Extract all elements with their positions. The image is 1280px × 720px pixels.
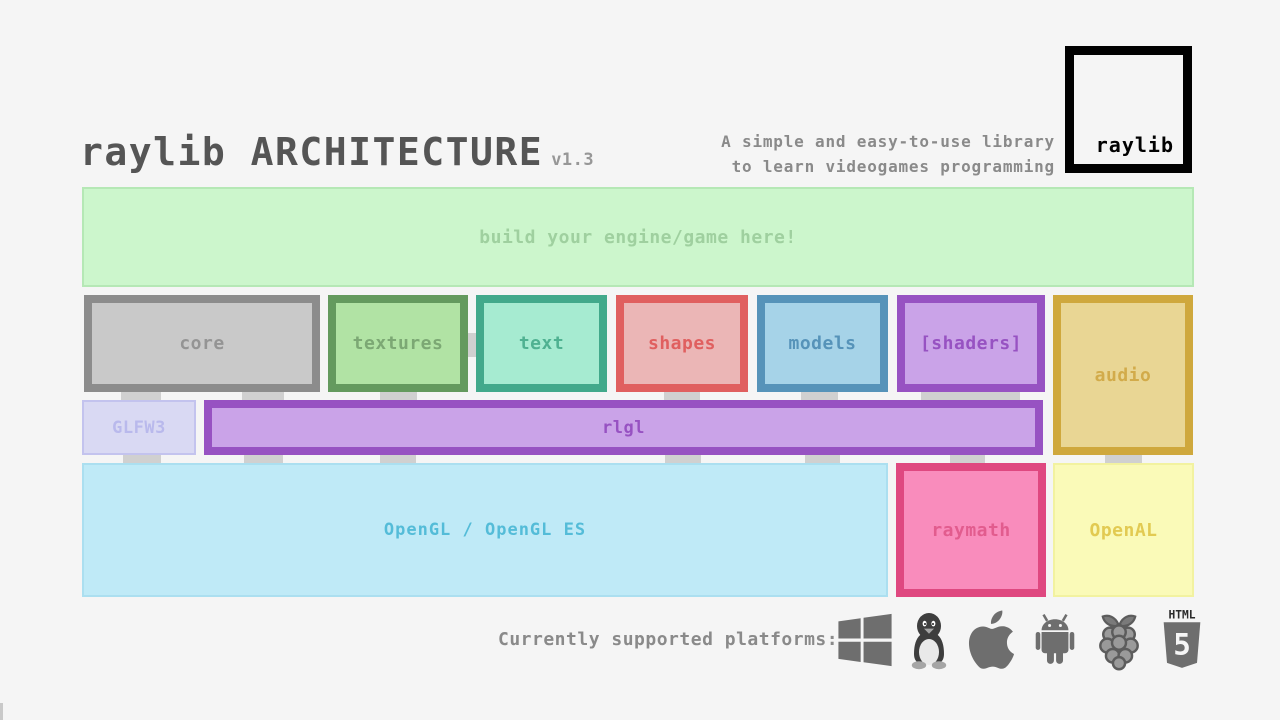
raylib-logo: raylib — [1065, 46, 1192, 173]
connector-rlgl-opengl-2 — [380, 455, 416, 463]
connector-rlgl-opengl-1 — [244, 455, 283, 463]
module-opengl-label: OpenGL / OpenGL ES — [383, 520, 587, 540]
html5-icon: HTML 5 — [1163, 608, 1201, 668]
module-textures: textures — [328, 295, 468, 392]
connector-rlgl-raymath — [950, 455, 985, 463]
connector-glfw3-opengl — [123, 455, 161, 463]
raspberry-pi-icon — [1099, 614, 1139, 671]
module-models: models — [757, 295, 888, 392]
version-label: v1.3 — [551, 150, 595, 170]
module-text: text — [476, 295, 607, 392]
tagline-line-2: to learn videogames programming — [731, 157, 1055, 176]
html5-icon-top-text: HTML — [1168, 608, 1195, 621]
module-models-label: models — [788, 333, 857, 354]
module-core: core — [84, 295, 320, 392]
module-glfw3: GLFW3 — [82, 400, 196, 455]
windows-icon — [838, 613, 892, 667]
module-shapes-label: shapes — [647, 333, 717, 354]
connector-rlgl-opengl-3 — [665, 455, 701, 463]
module-shaders-label: [shaders] — [919, 333, 1023, 354]
tagline-line-1: A simple and easy-to-use library — [721, 132, 1055, 151]
module-audio-label: audio — [1094, 364, 1152, 386]
tagline: A simple and easy-to-use library to lear… — [721, 129, 1055, 179]
engine-area-box: build your engine/game here! — [82, 187, 1194, 287]
module-core-label: core — [179, 333, 225, 354]
module-text-label: text — [518, 333, 565, 354]
apple-icon — [968, 610, 1015, 669]
connector-core-rlgl — [242, 392, 284, 400]
module-raymath-label: raymath — [931, 519, 1011, 541]
module-rlgl-label: rlgl — [602, 417, 645, 438]
linux-icon — [911, 613, 947, 670]
module-shapes: shapes — [616, 295, 748, 392]
connector-textures-rlgl — [380, 392, 417, 400]
module-openal: OpenAL — [1053, 463, 1194, 597]
screen-edge-artifact — [0, 703, 3, 720]
connector-models-rlgl — [801, 392, 838, 400]
platforms-label: Currently supported platforms: — [498, 629, 839, 650]
module-opengl: OpenGL / OpenGL ES — [82, 463, 888, 597]
platform-icons: HTML 5 — [836, 603, 1207, 677]
raylib-logo-text: raylib — [1095, 133, 1174, 157]
page-title: raylib ARCHITECTURE v1.3 — [80, 130, 594, 174]
module-raymath: raymath — [896, 463, 1046, 597]
connector-shapes-rlgl — [664, 392, 700, 400]
engine-area-label: build your engine/game here! — [479, 226, 797, 248]
connector-audio-openal — [1105, 455, 1142, 463]
connector-rlgl-opengl-4 — [805, 455, 840, 463]
module-audio: audio — [1053, 295, 1193, 455]
module-textures-label: textures — [352, 333, 444, 354]
android-icon — [1035, 614, 1075, 664]
title-text: raylib ARCHITECTURE — [80, 130, 544, 174]
module-glfw3-label: GLFW3 — [112, 417, 166, 438]
connector-shaders-rlgl — [921, 392, 1020, 400]
module-openal-label: OpenAL — [1089, 519, 1158, 541]
module-rlgl: rlgl — [204, 400, 1043, 455]
connector-core-glfw3 — [121, 392, 161, 400]
html5-icon-number: 5 — [1173, 628, 1191, 662]
module-shaders: [shaders] — [897, 295, 1045, 392]
